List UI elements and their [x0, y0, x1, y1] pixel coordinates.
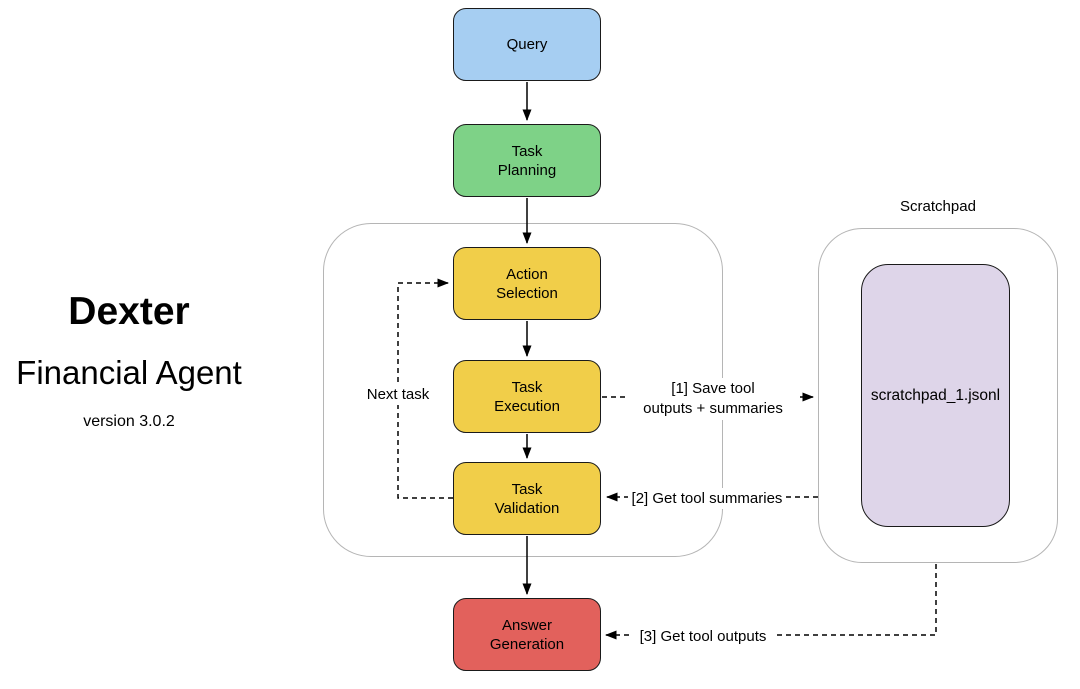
edge-label-save-outputs: [1] Save tool outputs + summaries — [626, 378, 800, 420]
node-answer-generation: Answer Generation — [453, 598, 601, 671]
node-task-validation: Task Validation — [453, 462, 601, 535]
node-scratchpad-file: scratchpad_1.jsonl — [861, 264, 1010, 527]
node-action-selection: Action Selection — [453, 247, 601, 320]
node-task-execution: Task Execution — [453, 360, 601, 433]
scratchpad-container-label: Scratchpad — [900, 198, 976, 215]
edge-get-outputs — [605, 564, 937, 640]
node-task-planning: Task Planning — [453, 124, 601, 197]
node-query: Query — [453, 8, 601, 81]
product-subtitle: Financial Agent — [16, 354, 242, 391]
edge-label-get-outputs: [3] Get tool outputs — [633, 626, 773, 647]
product-name: Dexter — [68, 290, 190, 333]
edge-label-get-summaries: [2] Get tool summaries — [628, 488, 786, 509]
title-block: Dexter Financial Agent version 3.0.2 — [0, 292, 258, 430]
edge-label-next-task: Next task — [363, 384, 433, 405]
product-version: version 3.0.2 — [83, 413, 175, 430]
